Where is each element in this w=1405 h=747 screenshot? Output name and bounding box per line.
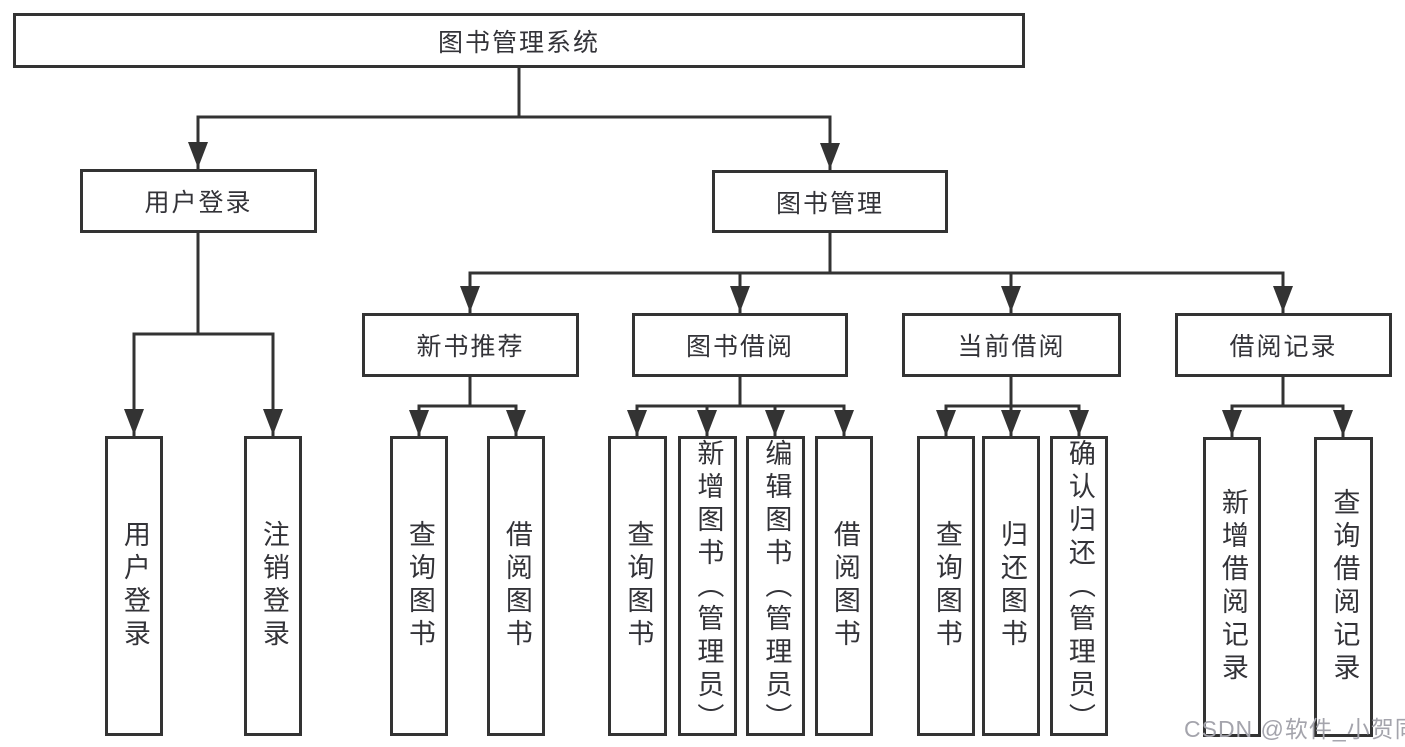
leaf-borrowing-query-books: 查询图书 (608, 436, 667, 736)
connector-book-borrow-children (627, 375, 854, 438)
connector-new-books-children (409, 375, 526, 438)
leaf-current-query-books: 查询图书 (917, 436, 975, 736)
node-label: 查询图书 (931, 520, 962, 652)
leaf-current-confirm-return-admin: 确认归还（管理员） (1050, 436, 1108, 736)
node-book-borrowing: 图书借阅 (632, 313, 848, 377)
leaf-records-add-record: 新增借阅记录 (1203, 437, 1261, 737)
node-label: 借阅图书 (501, 520, 532, 652)
node-label: 查询图书 (623, 520, 654, 652)
node-label: 借阅记录 (1229, 333, 1338, 361)
connector-book-management-children (460, 231, 1293, 314)
node-label: 图书管理系统 (437, 28, 600, 57)
leaf-records-query-record: 查询借阅记录 (1314, 437, 1373, 737)
node-label: 确认归还（管理员） (1064, 439, 1095, 736)
node-label: 编辑图书（管理员） (761, 439, 792, 736)
node-label: 当前借阅 (957, 333, 1066, 361)
node-label: 归还图书 (996, 520, 1027, 652)
node-borrow-records: 借阅记录 (1175, 313, 1392, 377)
node-label: 借阅图书 (829, 520, 860, 652)
node-label: 新增图书（管理员） (693, 439, 724, 736)
node-label: 新增借阅记录 (1217, 488, 1248, 686)
leaf-newbooks-borrow-books: 借阅图书 (487, 436, 545, 736)
node-library-system: 图书管理系统 (13, 13, 1025, 68)
node-label: 新书推荐 (416, 333, 525, 361)
node-label: 图书管理 (775, 189, 884, 218)
node-label: 图书借阅 (685, 333, 794, 361)
node-label: 查询借阅记录 (1329, 488, 1360, 686)
connector-user-login-children (124, 231, 283, 437)
csdn-watermark: CSDN @软件_小贺同学 (1184, 716, 1405, 742)
leaf-current-return-books: 归还图书 (982, 436, 1040, 736)
leaf-user-login: 用户登录 (105, 436, 163, 736)
node-label: 注销登录 (258, 520, 289, 652)
node-current-borrowing: 当前借阅 (902, 313, 1121, 377)
connector-borrow-records-children (1222, 375, 1353, 438)
leaf-borrowing-add-books-admin: 新增图书（管理员） (678, 436, 737, 736)
node-book-management: 图书管理 (712, 170, 948, 233)
connector-current-borrow-children (936, 375, 1089, 438)
leaf-borrowing-borrow-books: 借阅图书 (815, 436, 873, 736)
leaf-borrowing-edit-books-admin: 编辑图书（管理员） (746, 436, 805, 736)
node-label: 用户登录 (144, 189, 253, 217)
node-user-login: 用户登录 (80, 169, 317, 233)
connector-root-to-level2 (188, 66, 840, 171)
node-new-book-recommend: 新书推荐 (362, 313, 579, 377)
node-label: 查询图书 (404, 520, 435, 652)
leaf-newbooks-query-books: 查询图书 (390, 436, 448, 736)
node-label: 用户登录 (119, 520, 150, 652)
leaf-logout: 注销登录 (244, 436, 302, 736)
